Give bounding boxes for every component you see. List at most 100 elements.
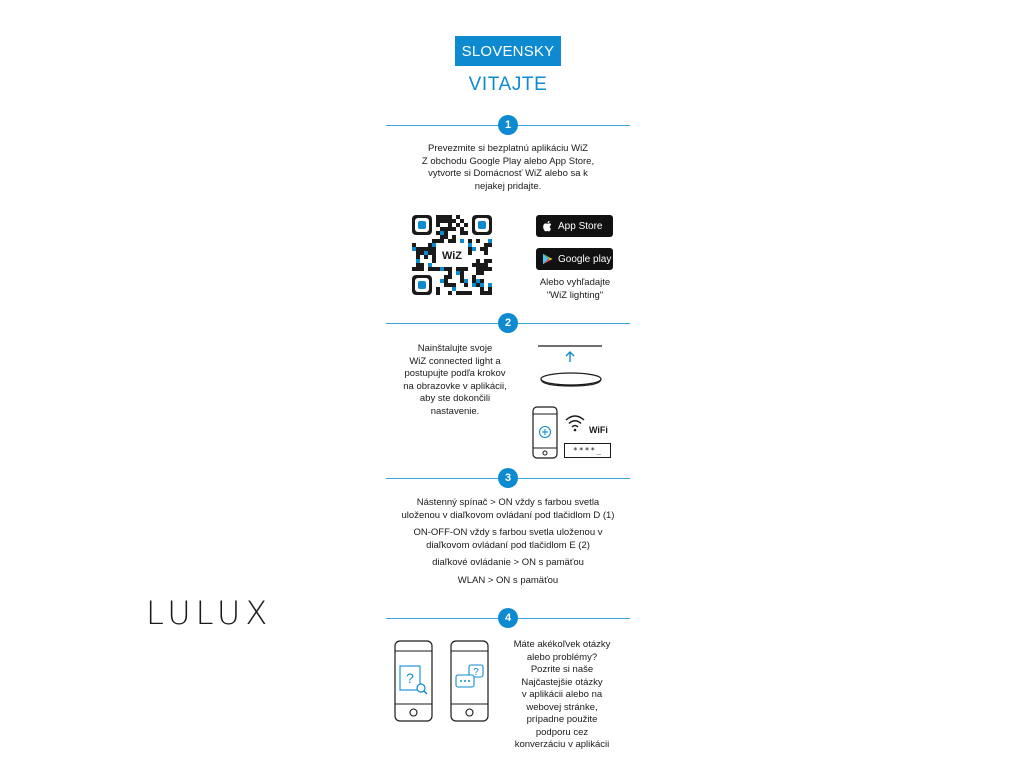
qr-module	[480, 271, 484, 275]
step-2-text: Nainštalujte svoje WiZ connected light a…	[385, 343, 525, 418]
search-hint-line: Alebo vyhľadajte	[539, 277, 611, 288]
app-store-label: App Store	[558, 220, 603, 232]
qr-module	[432, 259, 436, 263]
app-store-button[interactable]: App Store	[536, 215, 613, 237]
phone-wifi-illustration	[532, 406, 612, 460]
step-3-line: WLAN > ON s pamäťou	[457, 574, 559, 586]
qr-module	[436, 287, 440, 291]
qr-module	[436, 267, 440, 271]
qr-logo-text: WiZ	[442, 250, 462, 262]
password-field: ****_	[564, 443, 611, 458]
qr-module	[432, 267, 436, 271]
qr-module	[464, 231, 468, 235]
qr-module	[480, 263, 484, 267]
qr-module	[420, 247, 424, 251]
qr-module	[448, 283, 452, 287]
qr-module	[416, 267, 420, 271]
qr-module	[452, 227, 456, 231]
qr-module	[484, 247, 488, 251]
step-3-paragraph: Nástenný spínač > ON vždy s farbou svetl…	[356, 497, 660, 522]
qr-module	[428, 263, 432, 267]
divider-left	[386, 478, 498, 479]
qr-module	[448, 215, 452, 219]
qr-module	[424, 251, 428, 255]
qr-module	[448, 239, 452, 243]
step-badge-4: 4	[498, 608, 518, 628]
google-play-label: Google play	[558, 253, 612, 265]
qr-module	[436, 219, 440, 223]
qr-module	[472, 263, 476, 267]
qr-module	[460, 291, 464, 295]
qr-finder-bottom-left	[412, 275, 432, 295]
step-3-line: Nástenný spínač > ON vždy s farbou svetl…	[416, 497, 600, 508]
google-play-button[interactable]: Google play	[536, 248, 613, 270]
qr-module	[452, 287, 456, 291]
qr-module	[444, 283, 448, 287]
phone-chat-icon: ?	[450, 640, 489, 722]
play-store-icon	[543, 253, 553, 265]
qr-module	[416, 263, 420, 267]
qr-module	[432, 239, 436, 243]
qr-code: WiZ	[411, 214, 493, 296]
qr-module	[464, 279, 468, 283]
qr-module	[460, 219, 464, 223]
qr-module	[412, 267, 416, 271]
qr-module	[484, 267, 488, 271]
qr-module	[428, 247, 432, 251]
qr-module	[440, 231, 444, 235]
qr-module	[456, 223, 460, 227]
qr-module	[480, 247, 484, 251]
step-4-text: Máte akékoľvek otázky alebo problémy? Po…	[502, 639, 622, 752]
divider-left	[386, 323, 498, 324]
qr-module	[440, 235, 444, 239]
qr-module	[420, 251, 424, 255]
qr-module	[484, 291, 488, 295]
ceiling-lamp-icon	[538, 345, 602, 387]
qr-module	[476, 259, 480, 263]
qr-module	[476, 279, 480, 283]
step-3-line: ON-OFF-ON vždy s farbou svetla uloženou …	[413, 527, 603, 538]
qr-module	[480, 287, 484, 291]
divider-right	[518, 125, 630, 126]
qr-module	[468, 243, 472, 247]
qr-module	[440, 267, 444, 271]
svg-text:?: ?	[406, 670, 414, 686]
qr-module	[420, 263, 424, 267]
phone-add-icon	[532, 406, 558, 459]
svg-text:?: ?	[473, 667, 479, 678]
qr-module	[448, 267, 452, 271]
qr-module	[472, 275, 476, 279]
qr-module	[444, 227, 448, 231]
divider-right	[518, 478, 630, 479]
qr-module	[472, 247, 476, 251]
qr-module	[452, 239, 456, 243]
step-4-line: Pozrite si naše	[530, 664, 594, 675]
qr-module	[456, 271, 460, 275]
qr-module	[480, 267, 484, 271]
phone-faq-illustration: ?	[394, 640, 434, 722]
welcome-heading: VITAJTE	[468, 74, 548, 95]
qr-module	[452, 235, 456, 239]
step-4-line: Máte akékoľvek otázky	[513, 639, 611, 650]
step-3-paragraph: diaľkové ovládanie > ON s pamäťou	[356, 557, 660, 570]
apple-icon	[543, 220, 552, 232]
qr-module	[460, 231, 464, 235]
qr-module	[468, 251, 472, 255]
qr-module	[476, 283, 480, 287]
step-2-line: Nainštalujte svoje	[417, 343, 493, 354]
qr-module	[468, 239, 472, 243]
qr-module	[460, 271, 464, 275]
step-4-line: webovej stránke,	[526, 701, 598, 713]
step-4-line: Najčastejšie otázky	[521, 676, 603, 688]
qr-finder-top-left	[412, 215, 432, 235]
qr-module	[468, 291, 472, 295]
step-3-line: diaľkové ovládanie > ON s pamäťou	[432, 557, 584, 568]
qr-module	[448, 271, 452, 275]
divider-left	[386, 125, 498, 126]
step-2-line: WiZ connected light a	[409, 355, 501, 367]
qr-module	[464, 291, 468, 295]
qr-module	[484, 243, 488, 247]
qr-module	[432, 255, 436, 259]
qr-module	[424, 247, 428, 251]
phone-faq-icon: ?	[394, 640, 433, 722]
